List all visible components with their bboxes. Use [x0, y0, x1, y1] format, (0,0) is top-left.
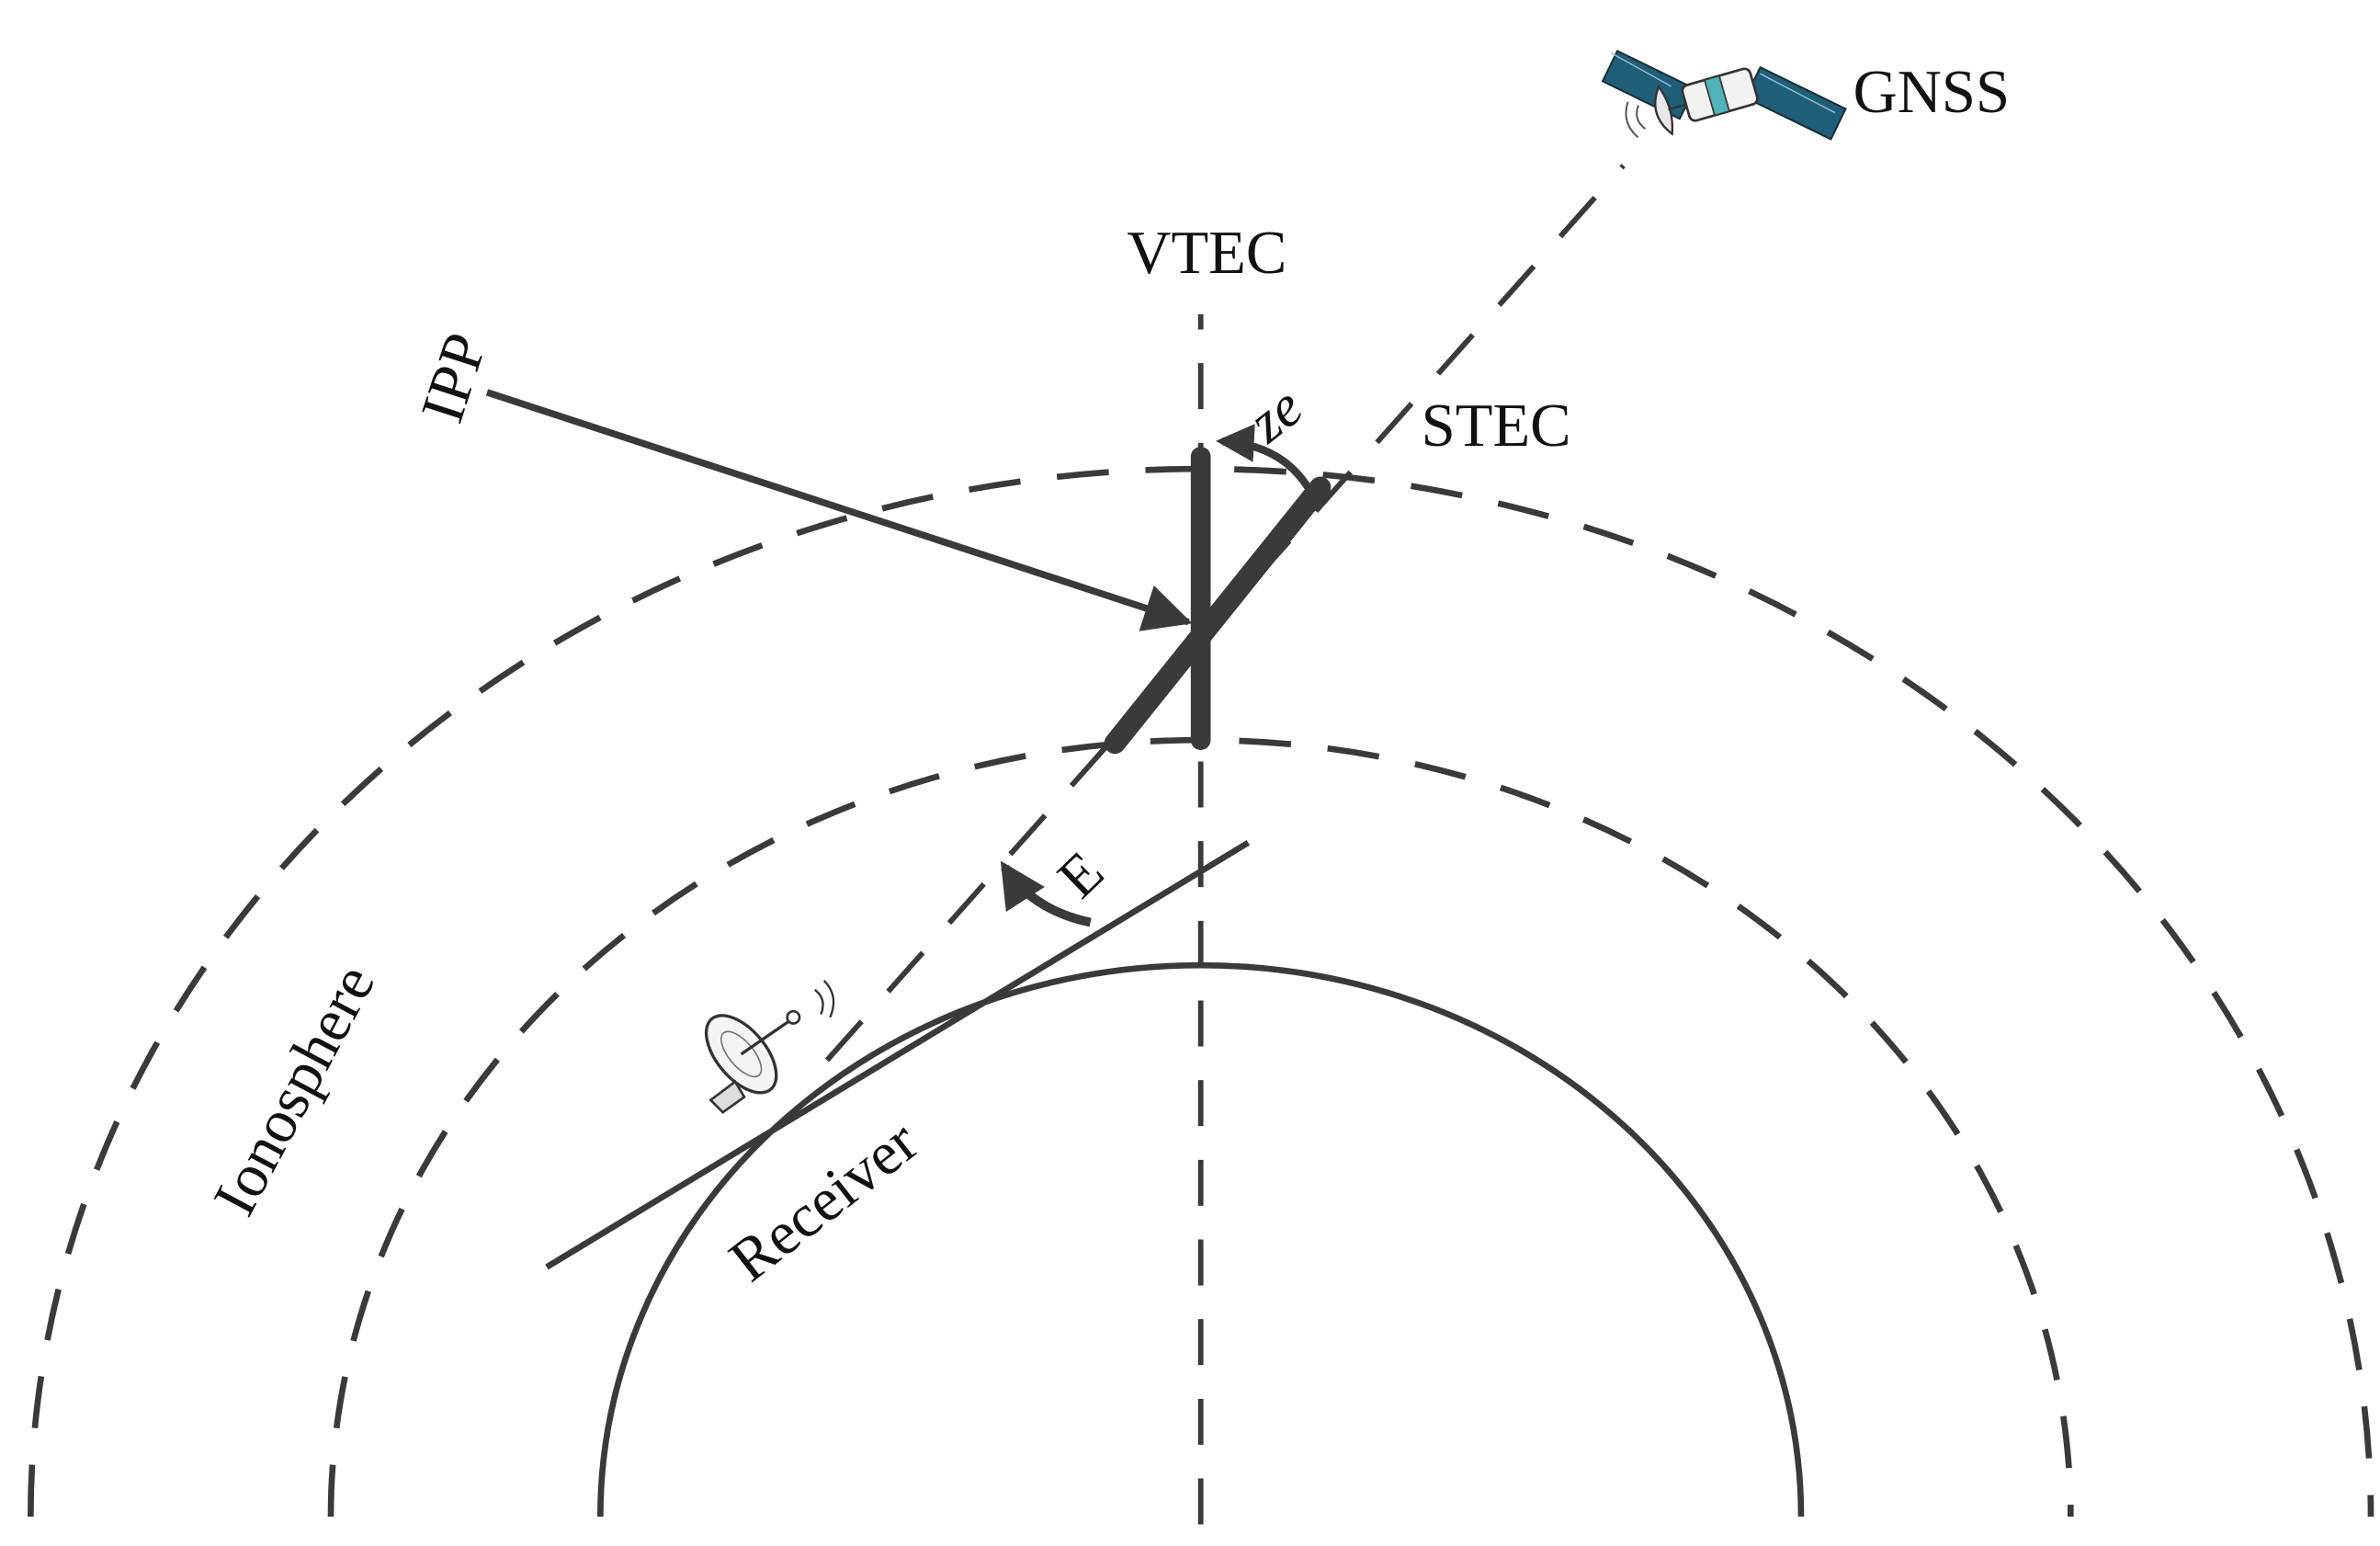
ipp-label: IPP: [409, 325, 500, 430]
vtec-label: VTEC: [1127, 220, 1286, 287]
ipp-pointer-arrow: [485, 389, 1193, 631]
stec-label: STEC: [1422, 392, 1571, 460]
elevation-angle-arc: [1000, 860, 1092, 927]
ionosphere-outer-boundary: [28, 465, 2374, 1518]
elevation-angle-label: E: [1046, 839, 1116, 910]
horizon-tangent-line: [545, 839, 1251, 1270]
receiver-label: Receiver: [718, 1108, 931, 1294]
ionosphere-label: Ionosphere: [201, 954, 388, 1226]
stec-segment: [1104, 476, 1332, 755]
satellite-icon: [1601, 50, 1847, 141]
receiver-dish-icon: [704, 980, 835, 1114]
zenith-angle-arc: [1216, 424, 1311, 490]
gnss-label: GNSS: [1853, 59, 2010, 126]
